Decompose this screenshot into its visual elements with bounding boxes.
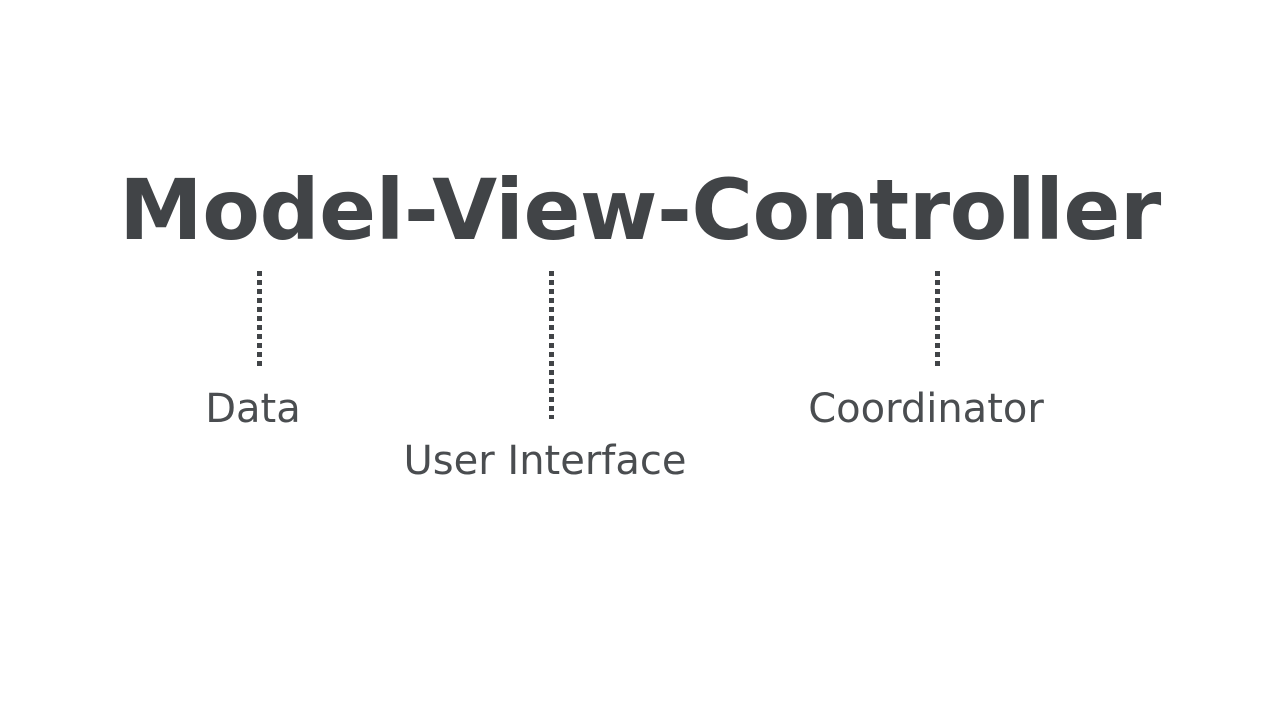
connector-line-model [257,271,262,366]
connector-line-view [549,271,554,419]
caption-model: Data [205,386,301,432]
caption-view: User Interface [403,438,687,484]
connector-line-controller [935,271,940,366]
page-title: Model-View-Controller [119,161,1161,259]
caption-controller: Coordinator [808,386,1044,432]
